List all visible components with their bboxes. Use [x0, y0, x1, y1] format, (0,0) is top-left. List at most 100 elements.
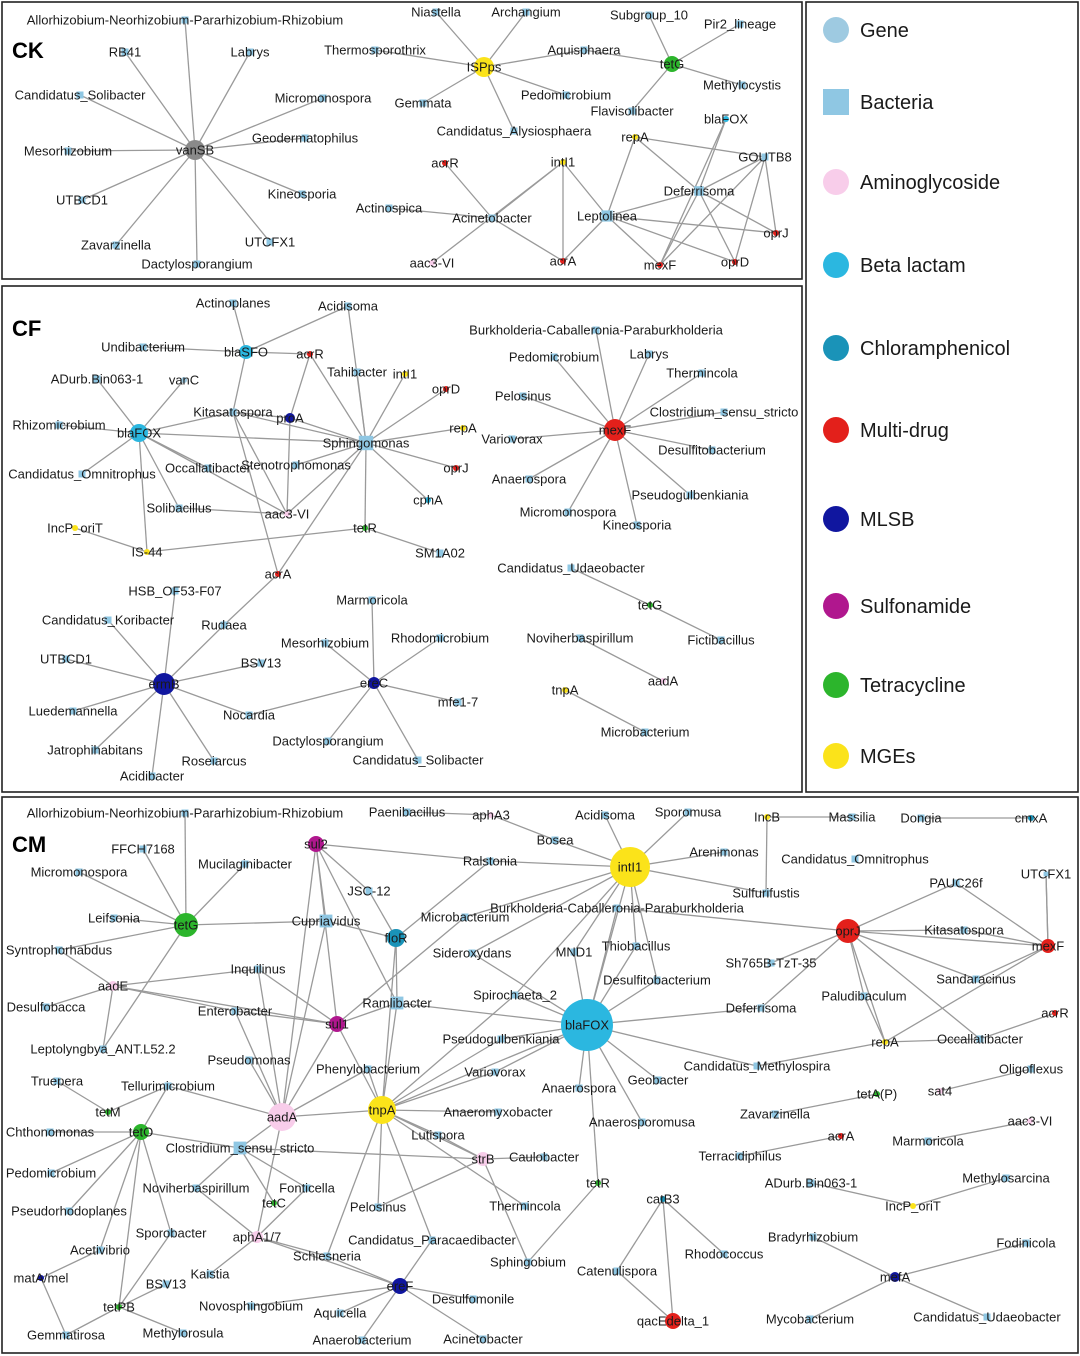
bacteria-marker [319, 94, 327, 102]
node-label: Inquilinus [231, 962, 286, 977]
node-mfe1-7: mfe1-7 [438, 695, 478, 710]
gene-marker [476, 1152, 490, 1166]
legend-square [823, 89, 849, 115]
bacteria-marker [488, 214, 496, 222]
legend-label: Gene [860, 20, 909, 42]
node-label: Sphingomonas [323, 436, 410, 451]
legend-item-sulfonamide: Sulfonamide [823, 593, 971, 619]
edge-proa-aac3-vi [286, 417, 291, 515]
gene-marker [392, 1278, 408, 1294]
node-fodinicola: Fodinicola [996, 1236, 1056, 1251]
node-label: Paludibaculum [821, 989, 906, 1004]
node-label: JSC-12 [347, 884, 390, 899]
edge-blasfo-acrr [245, 351, 311, 355]
gene-marker [368, 677, 380, 689]
edge-vansb-labrys [194, 51, 251, 151]
node-label: Lutispora [411, 1128, 465, 1143]
node-acidisoma: Acidisoma [318, 299, 379, 314]
edge-oprd-sphingomonas [365, 388, 447, 444]
bacteria-marker [540, 1153, 548, 1161]
gene-marker [72, 525, 78, 531]
node-label: aac3-VI [410, 256, 455, 271]
edge-proa-sphingomonas [289, 417, 367, 444]
edge-mexf-kineosporia [614, 429, 638, 526]
edge-vansb-allorhizobium-neorhizobium-pararhizobium-rhizobium [184, 19, 196, 151]
node-utbcd1: UTBCD1 [40, 652, 92, 667]
node-hsb-of53-f07: HSB_OF53-F07 [128, 584, 221, 599]
node-label: blaFOX [117, 426, 161, 441]
edge-tetg-ffch7168 [142, 848, 187, 926]
node-dongia: Dongia [900, 811, 942, 826]
node-syntrophorhabdus: Syntrophorhabdus [6, 943, 113, 958]
bacteria-marker [64, 147, 72, 155]
node-rb41: RB41 [109, 45, 142, 60]
edge-occallatibacter-acrr [979, 1012, 1056, 1040]
edge-vansb-zavarzinella [115, 149, 196, 246]
node-schlesneria: Schlesneria [293, 1249, 362, 1264]
node-incp-orit: IncP_oriT [47, 521, 103, 536]
edge-aade-syntrophorhabdus [58, 949, 114, 987]
gene-marker [632, 134, 638, 140]
bacteria-marker [303, 1184, 311, 1192]
node-dactylosporangium: Dactylosporangium [272, 734, 383, 749]
bacteria-marker [551, 836, 559, 844]
edge-clostridium-sensu-stricto-noviherbaspirillum [195, 1147, 241, 1189]
node-label: Burkholderia-Caballeronia-Paraburkholder… [490, 901, 744, 916]
edge-acra-sphingomonas [277, 442, 367, 575]
edge-vansb-utbcd1 [81, 149, 196, 201]
node-microbacterium: Microbacterium [601, 725, 690, 740]
edge-apha1-7-fonticella [256, 1187, 308, 1238]
edge-mata-mel-gemmatirosa [40, 1277, 67, 1336]
node-thermincola: Thermincola [666, 366, 738, 381]
node-aada: aadA [648, 674, 679, 689]
node-leptolyngbya-ant-l52-2: Leptolyngbya_ANT.L52.2 [30, 1042, 175, 1057]
edge-aade-enterobacter [112, 985, 236, 1012]
edge-mexf-pseudogulbenkiania [614, 429, 691, 496]
node-labrys: Labrys [230, 45, 270, 60]
node-apha3: aphA3 [472, 808, 510, 823]
node-label: Ramlibacter [362, 996, 432, 1011]
node-eref: ereF [387, 1278, 413, 1294]
node-label: Anaerospora [542, 1081, 617, 1096]
node-ermb: ermB [148, 673, 180, 695]
node-leifsonia: Leifsonia [88, 911, 141, 926]
node-label: vanSB [176, 143, 214, 158]
node-label: IncP_oriT [47, 521, 103, 536]
bacteria-marker [468, 949, 476, 957]
node-fonticella: Fonticella [279, 1181, 335, 1196]
node-aade: aadE [98, 979, 129, 994]
node-label: aadE [98, 979, 129, 994]
edge-tetg-aquisphaera [583, 49, 673, 65]
node-label: Schlesneria [293, 1249, 362, 1264]
node-label: Pir2_lineage [704, 17, 776, 32]
node-label: tetR [353, 521, 377, 536]
edge-strb-lutispora [437, 1134, 484, 1160]
node-acrr: acrR [431, 156, 458, 171]
node-label: Enterobacter [198, 1004, 273, 1019]
node-label: acrR [431, 156, 458, 171]
node-desulfobacca: Desulfobacca [7, 1000, 87, 1015]
gene-marker [239, 345, 253, 359]
legend-label: Multi-drug [860, 420, 949, 442]
node-label: Sporobacter [136, 1226, 207, 1241]
node-deferrisoma: Deferrisoma [726, 1001, 798, 1016]
edge-aada-apha1-7 [256, 1116, 283, 1238]
bacteria-marker [613, 1267, 621, 1275]
node-tellurimicrobium: Tellurimicrobium [121, 1079, 215, 1094]
node-label: Methylorosula [143, 1326, 225, 1341]
gene-marker [665, 1313, 681, 1329]
node-desulfomonile: Desulfomonile [432, 1292, 514, 1307]
node-label: Clostridium_sensu_stricto [650, 405, 799, 420]
node-tetr: tetR [353, 521, 377, 536]
node-label: proA [276, 411, 304, 426]
node-aac3-vi: aac3-VI [265, 507, 310, 522]
node-tetr: tetR [586, 1176, 610, 1191]
edge-solibacillus-aac3-vi [178, 507, 288, 515]
node-label: Archangium [491, 5, 560, 20]
bacteria-marker [390, 996, 404, 1010]
node-burkholderia-caballeronia-paraburkholderia: Burkholderia-Caballeronia-Paraburkholder… [490, 901, 744, 916]
node-anaerospora: Anaerospora [492, 472, 567, 487]
panel-cm-nodes: Allorhizobium-Neorhizobium-Pararhizobium… [6, 805, 1071, 1348]
panel-cm-title: CM [12, 832, 46, 857]
bacteria-marker [576, 634, 584, 642]
